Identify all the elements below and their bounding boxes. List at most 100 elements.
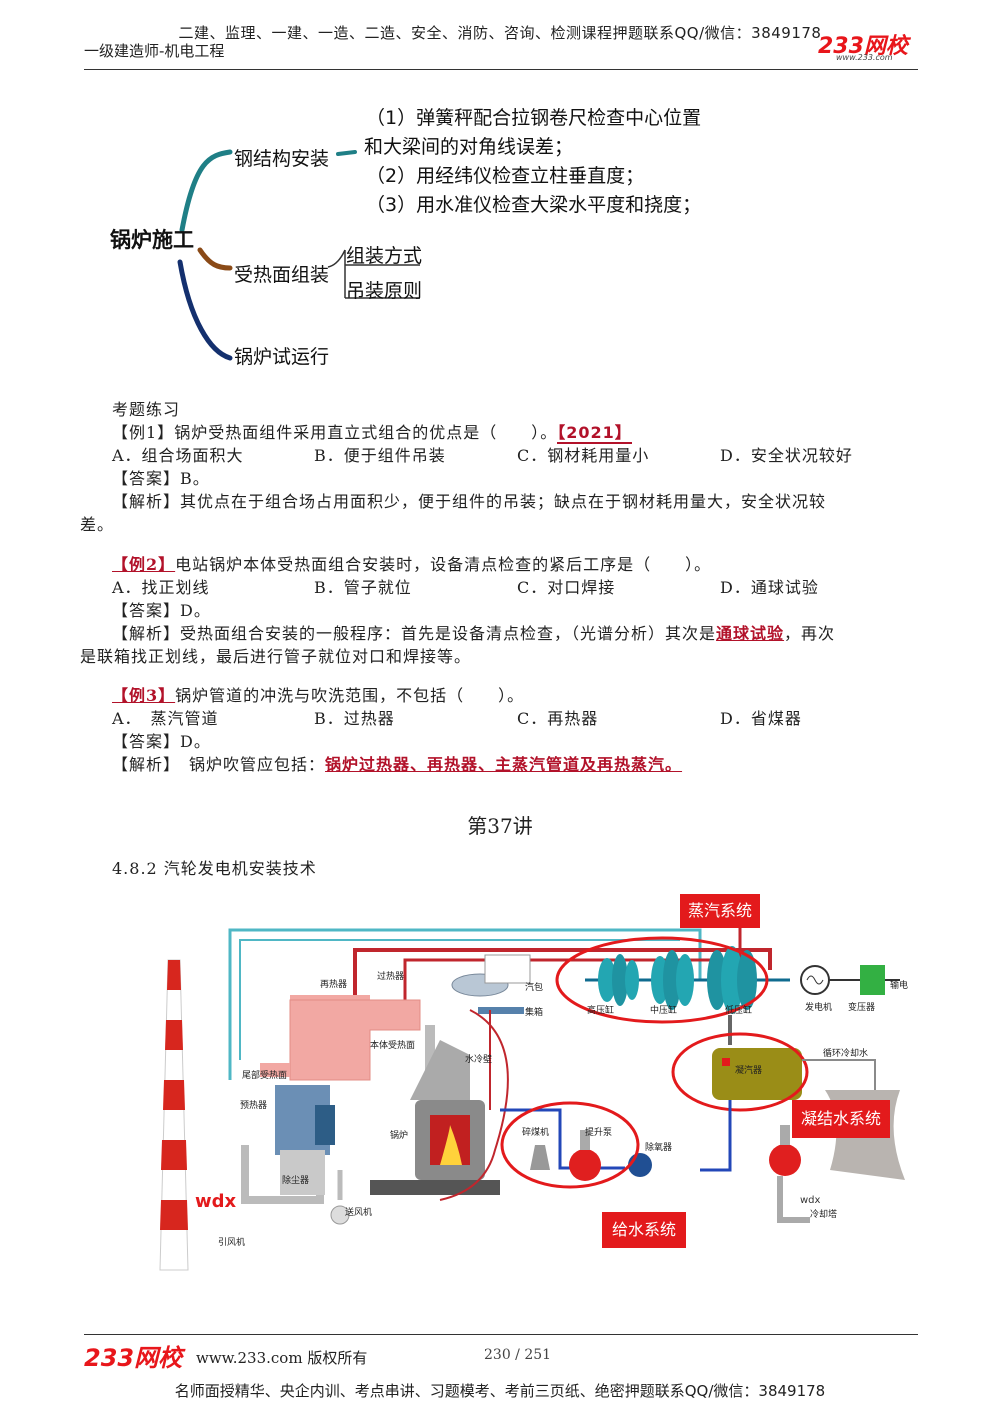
label-drum: 汽包 [525,981,543,993]
q2-analysis-cont: 是联箱找正划线，最后进行管子就位对口和焊接等。 [80,647,472,666]
q1-year: 【2021】 [557,423,632,444]
q3-option-d: D．省煤器 [720,709,802,728]
label-reheater: 再热器 [320,978,347,990]
q2-answer: D。 [180,601,211,620]
label-induced-fan: 引风机 [218,1236,245,1248]
footer-bottom-line: 名师面授精华、央企内训、考点串讲、习题模考、考前三页纸、绝密押题联系QQ/微信：… [174,1382,826,1400]
label-tail-heating: 尾部受热面 [242,1069,287,1081]
q1-answer: B。 [180,469,210,488]
label-water-wall: 水冷壁 [465,1053,492,1065]
label-crusher: 碎煤机 [522,1126,549,1138]
q3-option-c: C．再热器 [517,709,599,728]
turbine-hp-icon [598,954,639,1006]
mindmap-detail-2: 和大梁间的对角线误差； [364,136,574,158]
q1-stem-line: 【例1】锅炉受热面组件采用直立式组合的优点是（ ）。【2021】 [112,421,632,444]
q2-stem-line: 【例2】电站锅炉本体受热面组合安装时，设备清点检查的紧后工序是（ ）。 [112,553,711,576]
box-feedwater-system: 给水系统 [602,1212,686,1248]
q1-answer-line: 【答案】B。 [112,467,210,490]
q1-stem: 锅炉受热面组件采用直立式组合的优点是（ ）。 [174,423,558,442]
q3-tag: 【例3】 [112,686,176,705]
q3-answer-line: 【答案】D。 [112,730,211,753]
q2-analysis-a: 受热面组合安装的一般程序：首先是设备清点检查，（光谱分析）其次是 [180,624,717,643]
practice-heading: 考题练习 [112,400,181,419]
q3-answer-tag: 【答案】 [112,732,181,751]
q2-analysis-highlight: 通球试验 [716,624,785,643]
label-deaerator: 除氧器 [645,1141,672,1153]
label-pump: 提升泵 [585,1127,612,1138]
q2-answer-line: 【答案】D。 [112,599,211,622]
q2-option-a: A．找正划线 [112,578,210,597]
label-forced-fan: 送风机 [345,1206,372,1218]
q2-stem: 电站锅炉本体受热面组合安装时，设备清点检查的紧后工序是（ ）。 [175,555,712,574]
label-lp: 低压缸 [725,1004,752,1016]
q1-option-a: A．组合场面积大 [112,446,244,465]
q2-analysis-b: ，再次 [784,624,836,643]
watermark-left: wdx [195,1191,237,1212]
label-ip: 中压缸 [650,1004,677,1016]
mindmap-detail-1: （1）弹簧秤配合拉钢卷尺检查中心位置 [366,107,702,129]
brand-url: www.233.com [836,53,893,62]
mindmap-connectors [177,149,420,361]
q1-answer-tag: 【答案】 [112,469,181,488]
q3-analysis-line: 【解析】 锅炉吹管应包括：锅炉过热器、再热器、主蒸汽管道及再热蒸汽。 [112,753,682,776]
header-rule [84,69,918,70]
footer-logo: 233网校 [84,1344,183,1372]
q2-answer-tag: 【答案】 [112,601,181,620]
q1-analysis-cont: 差。 [80,515,115,534]
header-subtitle: 一级建造师-机电工程 [84,42,225,60]
label-cooling-water: 循环冷却水 [823,1047,868,1059]
turbine-lp-icon [707,946,757,1014]
power-plant-diagram: 再热器 过热器 汽包 集箱 本体受热面 水冷壁 尾部受热面 预热器 锅炉 除尘器… [159,923,908,1271]
q1-analysis: 其优点在于组合场占用面积少，便于组件的吊装；缺点在于钢材耗用量大，安全状况较 [180,492,827,511]
page-number: 230 / 251 [484,1347,552,1363]
q2-option-d: D．通球试验 [720,578,819,597]
q3-stem: 锅炉管道的冲洗与吹洗范围，不包括（ ）。 [175,686,525,705]
q3-option-a: A． 蒸汽管道 [112,709,219,728]
q2-tag: 【例2】 [112,555,176,574]
watermark-right: wdx [800,1195,821,1206]
mindmap-branch-heating: 受热面组装 [234,264,330,286]
q3-answer: D。 [180,732,211,751]
label-hp: 高压缸 [587,1004,614,1016]
mindmap-root: 锅炉施工 [110,228,194,252]
label-superheater: 过热器 [377,970,404,982]
mindmap-child-method: 组装方式 [346,245,423,267]
mindmap-detail-3: （2）用经纬仪检查立柱垂直度； [366,165,645,187]
footer-url: www.233.com 版权所有 [196,1349,368,1367]
chimney-icon [159,959,189,1271]
lecture-title: 第37讲 [467,814,533,838]
q3-stem-line: 【例3】锅炉管道的冲洗与吹洗范围，不包括（ ）。 [112,684,524,707]
label-condenser: 凝汽器 [735,1064,762,1076]
q2-option-c: C．对口焊接 [517,578,616,597]
q2-analysis-line: 【解析】受热面组合安装的一般程序：首先是设备清点检查，（光谱分析）其次是通球试验… [112,622,835,645]
mindmap-child-principle: 吊装原则 [346,280,423,302]
label-header: 集箱 [525,1006,543,1018]
box-condensate-system: 凝结水系统 [792,1100,890,1138]
mindmap-detail-4: （3）用水准仪检查大梁水平度和挠度； [366,194,702,216]
mindmap-branch-trial: 锅炉试运行 [234,346,330,368]
q3-option-b: B．过热器 [314,709,395,728]
mindmap-branch-steel: 钢结构安装 [234,148,330,170]
label-preheater: 预热器 [240,1099,267,1111]
label-boiler: 锅炉 [390,1129,408,1141]
q1-analysis-line: 【解析】其优点在于组合场占用面积少，便于组件的吊装；缺点在于钢材耗用量大，安全状… [112,490,826,513]
turbine-ip-icon [651,950,694,1010]
q3-analysis-a: 锅炉吹管应包括： [172,755,326,774]
q1-option-d: D．安全状况较好 [720,446,853,465]
brand-logo: 233网校 [818,34,908,59]
label-body-heating: 本体受热面 [370,1039,415,1051]
label-dust: 除尘器 [282,1174,309,1186]
label-cooling-tower: 冷却塔 [810,1208,837,1220]
q1-option-b: B．便于组件吊装 [314,446,446,465]
q3-analysis-tag: 【解析】 [112,755,173,774]
q2-option-b: B．管子就位 [314,578,412,597]
q1-analysis-tag: 【解析】 [112,492,181,511]
footer-rule [84,1334,918,1335]
label-transformer: 变压器 [848,1001,875,1013]
label-generator: 发电机 [805,1001,832,1013]
q2-analysis-tag: 【解析】 [112,624,181,643]
q1-option-c: C．钢材耗用量小 [517,446,650,465]
label-power-out: 输电 [890,979,908,991]
q1-tag: 【例1】 [112,423,175,442]
box-steam-system: 蒸汽系统 [680,894,760,928]
